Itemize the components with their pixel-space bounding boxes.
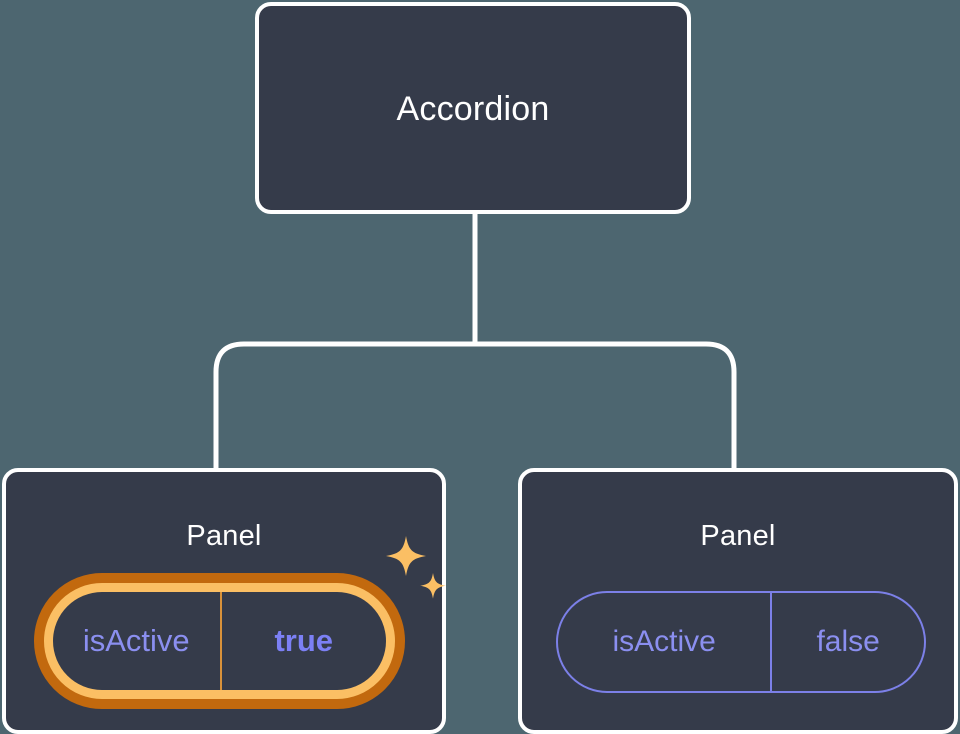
connector-branch-right	[475, 341, 737, 470]
node-panel-left-title: Panel	[186, 520, 262, 552]
node-panel-right-title: Panel	[700, 520, 776, 552]
prop-value: true	[219, 592, 387, 690]
prop-name: isActive	[612, 625, 716, 658]
node-accordion-title: Accordion	[396, 90, 550, 128]
prop-value: false	[770, 593, 924, 691]
prop-pill-isactive-true[interactable]: isActive true	[34, 573, 405, 709]
connector-branch-left	[213, 341, 475, 470]
prop-pill-isactive-false[interactable]: isActive false	[556, 591, 926, 693]
prop-pill-inner: isActive true	[53, 592, 386, 690]
prop-name: isActive	[82, 623, 190, 658]
node-accordion[interactable]: Accordion	[255, 2, 691, 214]
